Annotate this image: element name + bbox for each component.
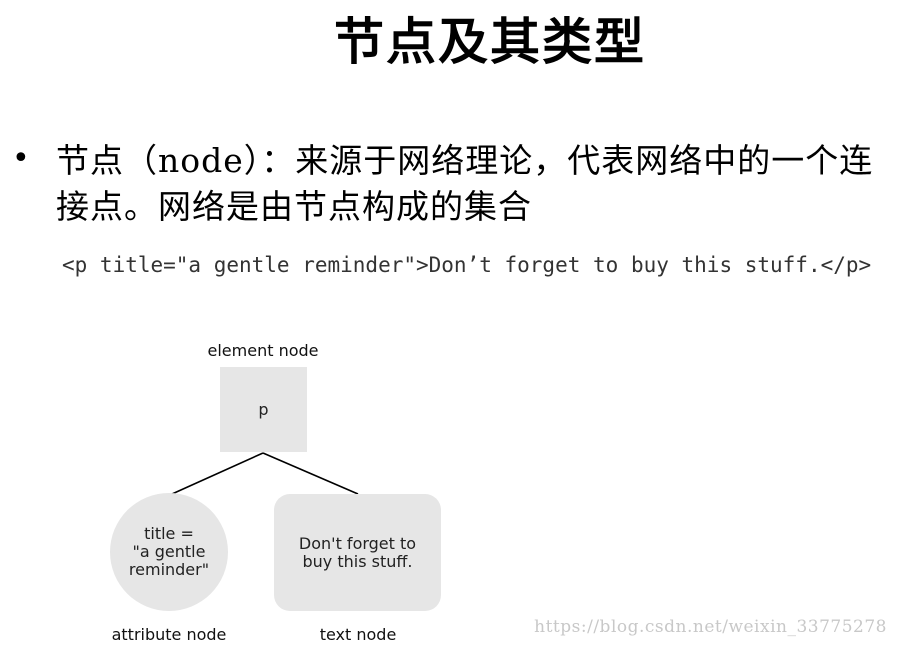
edge-to-text-node: [262, 452, 359, 495]
bullet-text: 节点（node）：来源于网络理论，代表网络中的一个连接点。网络是由节点构成的集合: [56, 141, 874, 226]
slide-title: 节点及其类型: [334, 12, 646, 71]
element-node-label: element node: [207, 341, 319, 360]
watermark-url: https://blog.csdn.net/weixin_33775278: [534, 617, 887, 637]
attribute-node-circle: title = "a gentle reminder": [110, 493, 228, 611]
element-node-box: p: [220, 367, 307, 452]
element-node-content: p: [258, 400, 269, 419]
text-node-label: text node: [319, 625, 397, 644]
html-code-example: <p title="a gentle reminder">Don’t forge…: [62, 253, 872, 277]
bullet-marker: •: [12, 141, 30, 176]
edge-to-attribute-node: [171, 452, 264, 495]
attribute-node-label: attribute node: [111, 625, 227, 644]
text-node-content: Don't forget to buy this stuff.: [298, 533, 417, 571]
text-node-box: Don't forget to buy this stuff.: [274, 494, 441, 611]
attribute-node-content: title = "a gentle reminder": [128, 524, 210, 579]
